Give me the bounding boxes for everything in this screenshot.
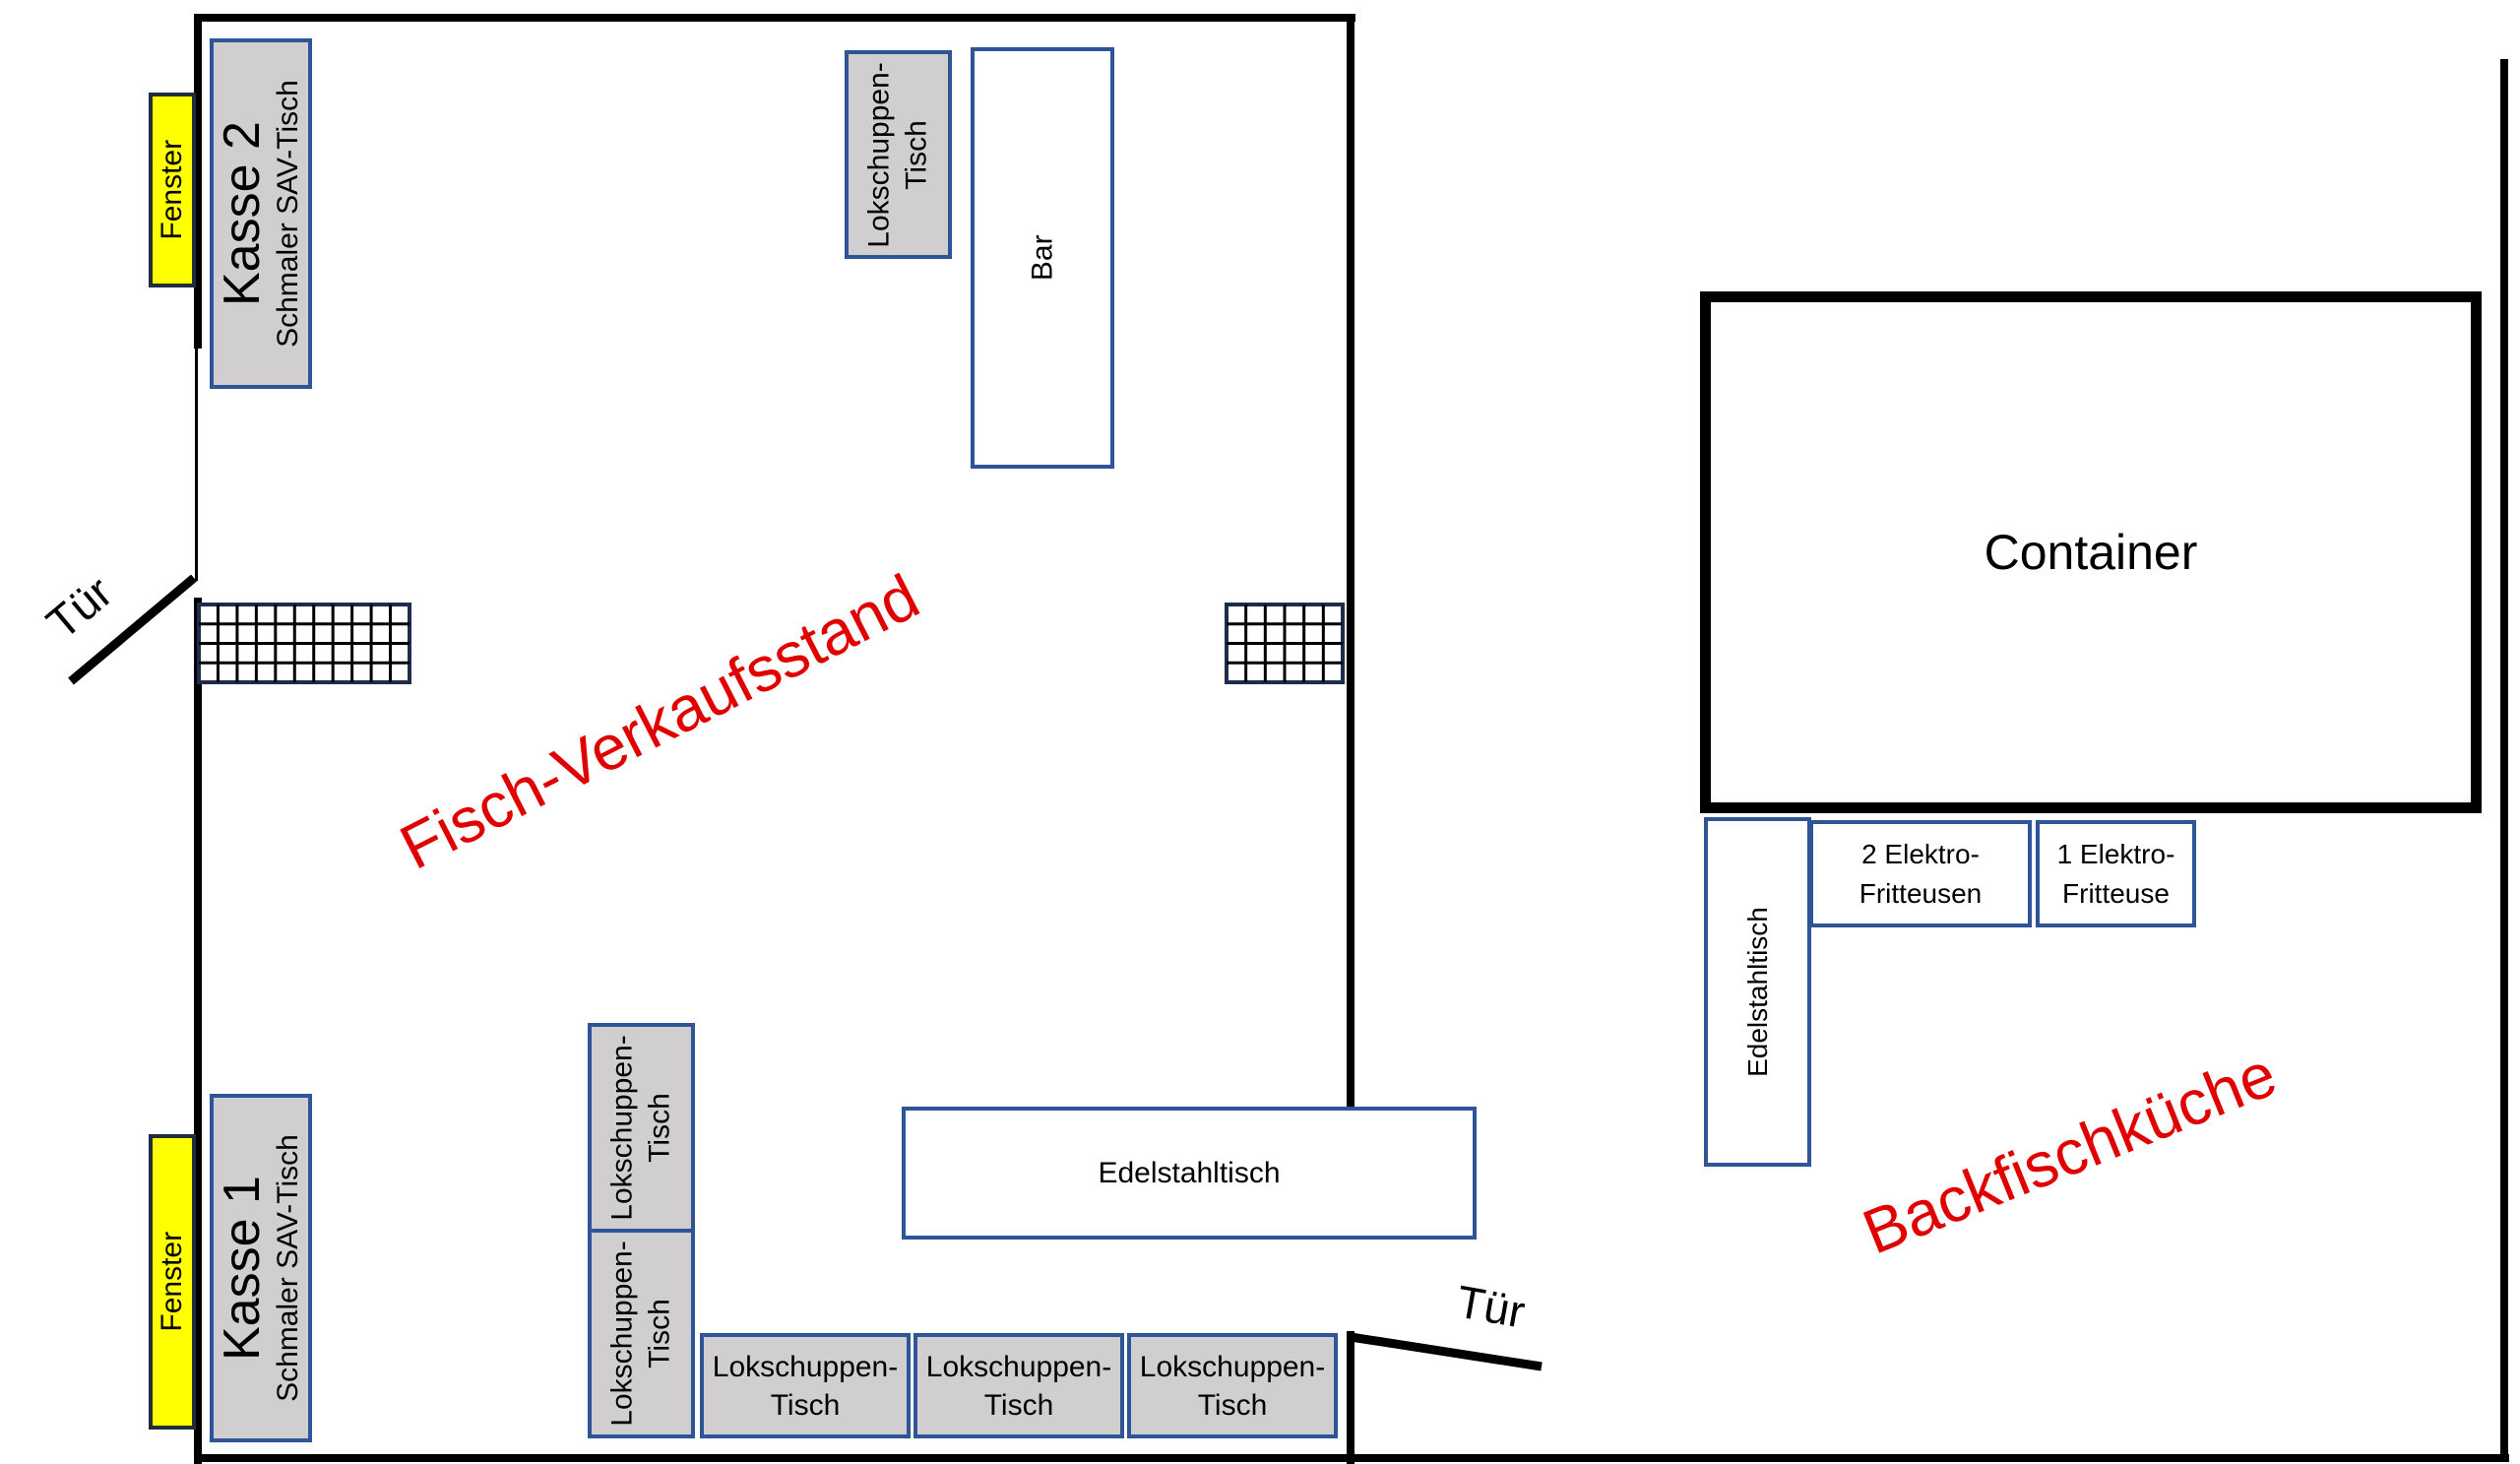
stand-wall-left-thin	[195, 349, 198, 581]
fryer-double-label: 2 Elektro- Fritteusen	[1859, 835, 1983, 912]
stainless-table-kitchen[interactable]: Edelstahltisch	[1704, 817, 1811, 1167]
window-top-label: Fenster	[156, 140, 189, 240]
stand-wall-left-lower	[194, 598, 202, 1464]
lokschuppen-table-top-label: Lokschuppen- Tisch	[861, 62, 935, 247]
wall-bottom	[194, 1454, 2509, 1462]
lokschuppen-table-bottom-3[interactable]: Lokschuppen- Tisch	[1127, 1333, 1338, 1438]
register-1-table[interactable]: Kasse 1 Schmaler SAV-Tisch	[210, 1094, 312, 1442]
lokschuppen-table-vertical-1-label: Lokschuppen- Tisch	[604, 1035, 678, 1220]
lokschuppen-table-bottom-2[interactable]: Lokschuppen- Tisch	[914, 1333, 1124, 1438]
lokschuppen-table-bottom-2-label: Lokschuppen- Tisch	[926, 1348, 1111, 1425]
stand-wall-right-upper	[1347, 14, 1354, 1109]
register-2-text: Kasse 2 Schmaler SAV-Tisch	[213, 80, 306, 348]
window-top: Fenster	[149, 93, 196, 287]
label-line1: Lokschuppen-	[606, 1241, 639, 1427]
lokschuppen-table-vertical-1[interactable]: Lokschuppen- Tisch	[588, 1023, 695, 1233]
label-line2: Fritteuse	[2062, 877, 2170, 909]
lokschuppen-table-bottom-1[interactable]: Lokschuppen- Tisch	[700, 1333, 911, 1438]
register-1-subtitle: Schmaler SAV-Tisch	[271, 1134, 304, 1402]
label-line2: Tisch	[983, 1388, 1054, 1422]
stainless-table-stand[interactable]: Edelstahltisch	[902, 1107, 1477, 1240]
fryer-single[interactable]: 1 Elektro- Fritteuse	[2036, 820, 2196, 927]
door-bottom-label: Tür	[1453, 1275, 1529, 1338]
grid-rack-left	[197, 603, 411, 684]
grid-rack-right	[1225, 603, 1345, 684]
stainless-table-kitchen-label: Edelstahltisch	[1742, 907, 1774, 1077]
window-bottom-label: Fenster	[156, 1232, 189, 1332]
label-line1: Lokschuppen-	[606, 1035, 639, 1221]
stand-wall-top	[194, 14, 1355, 22]
lokschuppen-table-bottom-1-label: Lokschuppen- Tisch	[713, 1348, 898, 1425]
label-line2: Tisch	[643, 1093, 676, 1163]
label-line2: Tisch	[1197, 1388, 1268, 1422]
container[interactable]: Container	[1700, 291, 2482, 813]
lokschuppen-table-bottom-3-label: Lokschuppen- Tisch	[1140, 1348, 1325, 1425]
bar-counter[interactable]: Bar	[971, 47, 1114, 469]
door-bottom-leaf[interactable]	[1350, 1332, 1543, 1371]
lokschuppen-table-vertical-2[interactable]: Lokschuppen- Tisch	[588, 1229, 695, 1438]
lokschuppen-table-top[interactable]: Lokschuppen- Tisch	[845, 50, 952, 259]
label-line1: Lokschuppen-	[712, 1350, 899, 1383]
bar-label: Bar	[1026, 234, 1059, 282]
label-line2: Tisch	[770, 1388, 841, 1422]
stainless-table-stand-label: Edelstahltisch	[1098, 1156, 1281, 1189]
register-2-subtitle: Schmaler SAV-Tisch	[271, 80, 304, 348]
register-1-text: Kasse 1 Schmaler SAV-Tisch	[213, 1134, 306, 1402]
label-line1: 1 Elektro-	[2056, 839, 2175, 870]
register-2-table[interactable]: Kasse 2 Schmaler SAV-Tisch	[210, 38, 312, 389]
window-bottom: Fenster	[149, 1134, 196, 1430]
fryer-double[interactable]: 2 Elektro- Fritteusen	[1809, 820, 2032, 927]
label-line1: Lokschuppen-	[863, 61, 896, 248]
stand-wall-right-lower	[1347, 1331, 1354, 1464]
label-line2: Tisch	[900, 119, 933, 190]
fryer-single-label: 1 Elektro- Fritteuse	[2057, 835, 2175, 912]
lokschuppen-table-vertical-2-label: Lokschuppen- Tisch	[604, 1241, 678, 1426]
label-line1: Lokschuppen-	[1139, 1350, 1326, 1383]
label-line1: Lokschuppen-	[925, 1350, 1112, 1383]
label-line2: Tisch	[643, 1299, 676, 1369]
register-1-title: Kasse 1	[213, 1176, 271, 1361]
door-left-leaf[interactable]	[68, 574, 197, 685]
kitchen-wall-right	[2500, 59, 2508, 1462]
container-label: Container	[1984, 525, 2198, 580]
register-2-title: Kasse 2	[213, 121, 271, 306]
stand-wall-left-upper	[194, 14, 202, 349]
label-line2: Fritteusen	[1858, 877, 1983, 909]
label-line1: 2 Elektro-	[1861, 839, 1980, 870]
